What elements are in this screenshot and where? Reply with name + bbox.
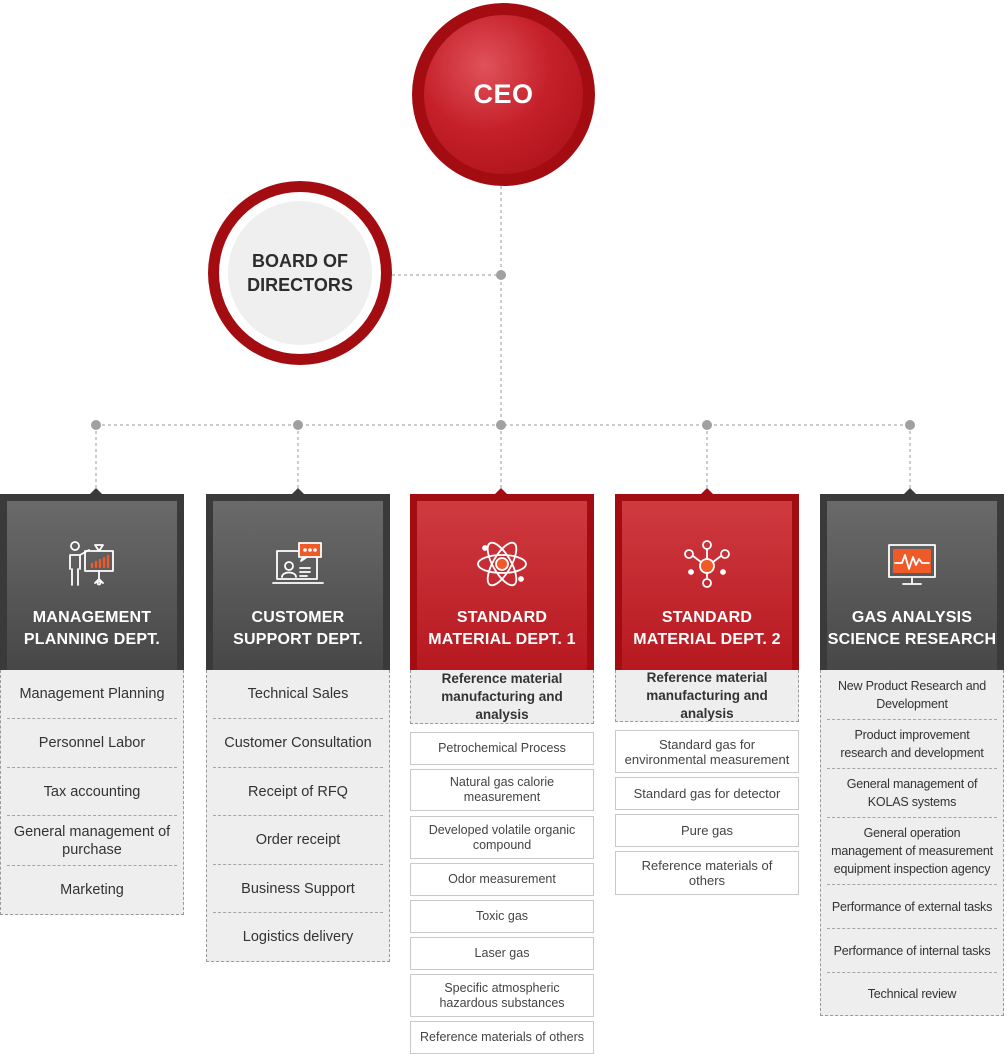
list-item: Developed volatile organic compound [410,816,594,859]
list-item: New Product Research and Development [827,670,997,720]
list-item: Laser gas [410,937,594,970]
list-item: Toxic gas [410,900,594,933]
dept-gas-analysis-research: GAS ANALYSIS SCIENCE RESEARCH New Produc… [820,494,1004,1016]
dept-title: CUSTOMER SUPPORT DEPT. [233,609,363,648]
list-item: Order receipt [213,816,383,865]
list-item: Pure gas [615,814,799,847]
list-item: Reference materials of others [615,851,799,895]
monitor-waveform-icon [888,544,936,585]
list-item: Technical review [867,987,957,1001]
junction-dot [702,420,712,430]
list-item: Customer Consultation [213,719,383,768]
list-item: Management Planning [7,670,177,719]
function-list: Management Planning Personnel Labor Tax … [0,670,184,915]
ceo-node: CEO [412,3,595,186]
board-label: BOARD OF DIRECTORS [247,251,353,295]
dept-title: MANAGEMENT PLANNING DEPT. [23,609,161,648]
dept-title: STANDARD MATERIAL DEPT. 2 [633,609,781,648]
dept-management-planning: MANAGEMENT PLANNING DEPT. Management Pla… [0,494,184,915]
list-item: Petrochemical Process [410,732,594,765]
atom-icon [477,541,527,587]
notch [903,488,917,495]
dept-header: MANAGEMENT PLANNING DEPT. [0,494,184,670]
list-item: Marketing [60,882,124,898]
dept-title: GAS ANALYSIS SCIENCE RESEARCH [827,609,997,648]
list-item: Performance of internal tasks [827,929,997,973]
junction-dot [905,420,915,430]
list-item: General management of KOLAS systems [827,769,997,818]
ceo-label: CEO [473,79,534,109]
chat-laptop-icon [272,542,324,584]
dept-customer-support: CUSTOMER SUPPORT DEPT. Technical Sales C… [206,494,390,962]
junction-dot [91,420,101,430]
list-item: Tax accounting [7,768,177,816]
list-item: Standard gas for detector [615,777,799,810]
function-list: New Product Research and Development Pro… [820,670,1004,1016]
junction-dot [293,420,303,430]
list-item: Business Support [213,865,383,913]
dept-header: STANDARD MATERIAL DEPT. 2 [615,494,799,670]
list-item: Performance of external tasks [827,885,997,929]
list-item: Natural gas calorie measurement [410,769,594,811]
dept-title: STANDARD MATERIAL DEPT. 1 [428,609,576,648]
dept-header: STANDARD MATERIAL DEPT. 1 [410,494,594,670]
function-list: Petrochemical Process Natural gas calori… [410,732,594,1054]
list-item: Technical Sales [213,670,383,719]
list-item: Logistics delivery [242,929,354,945]
notch [291,488,305,495]
notch [494,488,508,495]
notch [700,488,714,495]
dept-header: CUSTOMER SUPPORT DEPT. [206,494,390,670]
function-list: Standard gas for environmental measureme… [615,730,799,895]
presentation-chart-icon [69,541,114,586]
list-item: Standard gas for environmental measureme… [615,730,799,773]
list-item: Product improvement research and develop… [827,720,997,769]
notch [89,488,103,495]
list-item: Receipt of RFQ [213,768,383,816]
junction-dot [496,270,506,280]
function-list: Technical Sales Customer Consultation Re… [206,670,390,962]
list-item: Personnel Labor [7,719,177,768]
junction-dot [496,420,506,430]
list-item: General operation management of measurem… [827,818,997,885]
list-item: General management of purchase [7,816,177,866]
dept-subheading: Reference material manufacturing and ana… [410,670,594,724]
dept-standard-material-2: STANDARD MATERIAL DEPT. 2 Reference mate… [615,494,799,895]
list-item: Specific atmospheric hazardous substance… [410,974,594,1017]
dept-subheading: Reference material manufacturing and ana… [615,670,799,722]
board-node: BOARD OF DIRECTORS [208,181,392,365]
dept-header: GAS ANALYSIS SCIENCE RESEARCH [820,494,1004,670]
dept-standard-material-1: STANDARD MATERIAL DEPT. 1 Reference mate… [410,494,594,1054]
molecule-network-icon [684,540,730,588]
list-item: Reference materials of others [410,1021,594,1054]
list-item: Odor measurement [410,863,594,896]
